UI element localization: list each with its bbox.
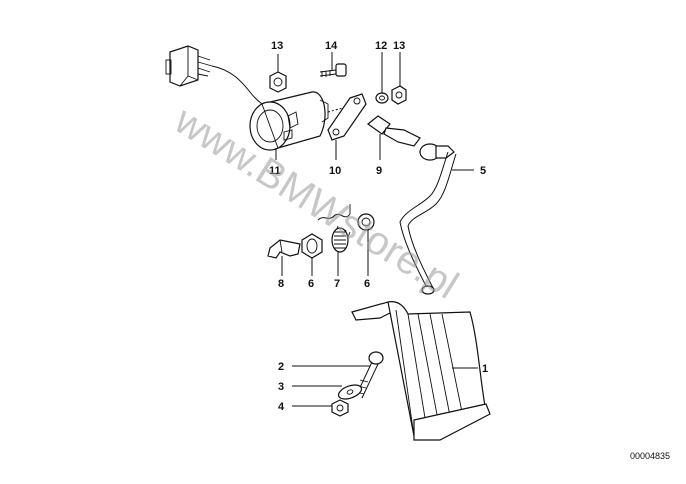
stop-screw-2 bbox=[355, 351, 384, 399]
washer-12 bbox=[375, 92, 389, 104]
callout-6-right: 6 bbox=[364, 278, 370, 290]
callout-4: 4 bbox=[278, 401, 285, 413]
document-number: 00004835 bbox=[630, 451, 670, 461]
callout-5: 5 bbox=[480, 165, 486, 177]
cable-rod-5 bbox=[399, 151, 457, 295]
callout-12: 12 bbox=[375, 40, 387, 52]
callout-13: 13 bbox=[271, 40, 283, 52]
spring-7 bbox=[317, 204, 351, 253]
actuator-motor bbox=[249, 91, 329, 151]
callout-1: 1 bbox=[482, 363, 488, 375]
callout-14: 14 bbox=[325, 40, 338, 52]
callout-13-right: 13 bbox=[393, 40, 405, 52]
nut-4 bbox=[331, 399, 349, 417]
screw-14 bbox=[319, 63, 347, 77]
connector-cable bbox=[211, 65, 269, 109]
callout-10: 10 bbox=[329, 165, 341, 177]
connector-plug bbox=[165, 45, 213, 87]
clip-8 bbox=[267, 239, 301, 259]
bushing-6-left bbox=[301, 233, 323, 259]
callout-2: 2 bbox=[278, 361, 284, 373]
callout-8: 8 bbox=[278, 278, 284, 290]
callout-9: 9 bbox=[376, 165, 382, 177]
callout-11: 11 bbox=[269, 165, 281, 177]
nut-13-right bbox=[391, 85, 407, 105]
bushing-6-right bbox=[357, 213, 375, 231]
bracket-10 bbox=[327, 93, 367, 141]
washer-3 bbox=[337, 384, 363, 400]
leader-lines bbox=[275, 52, 478, 407]
callout-7: 7 bbox=[334, 278, 340, 290]
callout-6: 6 bbox=[308, 278, 314, 290]
nut-13-left bbox=[269, 71, 287, 93]
accelerator-pedal-1 bbox=[351, 301, 491, 441]
linkage-9 bbox=[367, 115, 455, 161]
callout-3: 3 bbox=[278, 381, 284, 393]
